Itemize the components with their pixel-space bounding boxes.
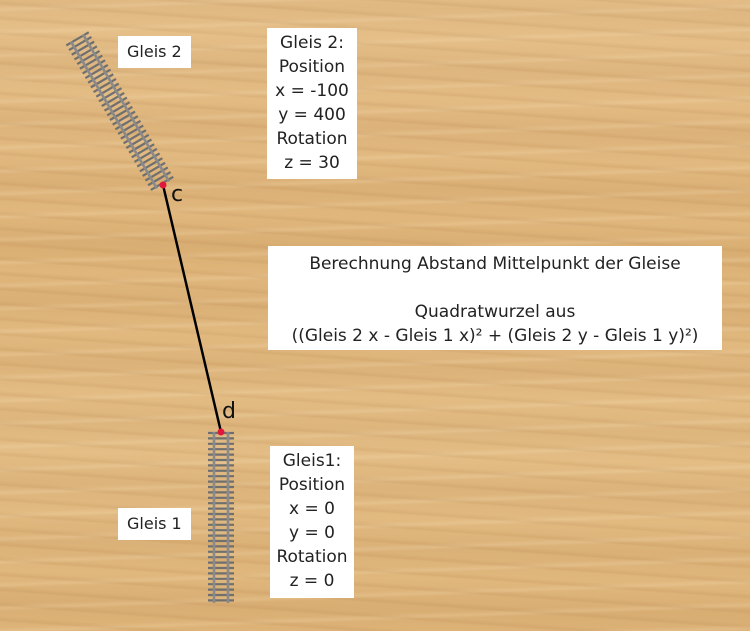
track-gleis-2-sleeper [82,59,106,75]
formula-spacer [268,276,722,300]
formula-line-1: Quadratwurzel aus [414,302,576,322]
track-gleis-2-rail-left [69,40,159,190]
info-gleis-2-x: x = -100 [275,81,349,101]
track-gleis-2-sleeper [98,87,123,103]
track-gleis-2-sleeper [122,129,147,145]
point-label-c: c [171,182,184,207]
track-gleis-2-sleeper [144,166,169,182]
track-gleis-2-sleeper [92,77,117,93]
formula-line-2: ((Gleis 2 x - Gleis 1 x)² + (Gleis 2 y -… [291,326,699,346]
info-gleis-2-z: z = 30 [284,153,340,173]
track-gleis-2-sleeper [142,161,166,177]
track-gleis-2-sleeper [114,115,139,131]
formula-box: Berechnung Abstand Mittelpunkt der Gleis… [268,246,722,350]
distance-connector-line [161,184,223,433]
track-gleis-2-sleeper [133,147,158,163]
track-gleis-2-sleeper [103,96,128,112]
track-gleis-2-sleeper [84,63,109,80]
track-gleis-2-sleeper [79,54,103,70]
track-gleis-2-sleeper [65,31,90,47]
track-gleis-1 [208,431,234,603]
track-gleis-2-sleeper [128,138,152,154]
track-label-gleis-2: Gleis 2 [118,36,191,68]
marker-point-c [159,181,167,189]
track-gleis-2-sleeper [87,68,112,84]
info-box-gleis-1: Gleis1: Position x = 0 y = 0 Rotation z … [270,446,354,598]
info-gleis-1-x: x = 0 [289,499,335,519]
track-gleis-2-sleeper [139,157,163,173]
info-gleis-2-heading: Gleis 2: [280,33,344,53]
track-gleis-2-sleeper [73,45,98,61]
point-label-d: d [222,399,236,424]
track-gleis-2-sleeper [112,110,136,126]
track-gleis-2-sleeper [106,101,131,117]
info-gleis-1-rotation-label: Rotation [276,547,348,567]
track-gleis-2-sleeper [131,143,155,159]
track-label-gleis-1: Gleis 1 [118,508,191,540]
track-gleis-2-sleeper [68,36,93,52]
track-gleis-2-sleeper [120,124,144,140]
track-gleis-2-rail-right [81,33,171,183]
track-gleis-2-sleeper [117,119,142,135]
formula-title: Berechnung Abstand Mittelpunkt der Gleis… [309,254,681,274]
track-gleis-2-sleeper [136,152,161,168]
track-gleis-2-sleeper [71,40,95,56]
track-gleis-2-sleeper [90,73,114,89]
info-gleis-2-position-label: Position [278,57,346,77]
info-gleis-1-position-label: Position [278,475,346,495]
info-gleis-1-heading: Gleis1: [282,451,342,471]
info-gleis-1-y: y = 0 [289,523,335,543]
track-gleis-2-sleeper [95,82,120,98]
info-gleis-1-z: z = 0 [289,571,335,591]
info-box-gleis-2: Gleis 2: Position x = -100 y = 400 Rotat… [267,28,357,179]
track-gleis-2-sleeper [109,105,133,121]
info-gleis-2-rotation-label: Rotation [276,129,348,149]
info-gleis-2-y: y = 400 [278,105,346,125]
track-gleis-2-sleeper [101,91,125,107]
track-gleis-2 [65,31,174,191]
track-gleis-2-sleeper [125,133,150,149]
track-gleis-2-sleeper [76,49,101,66]
track-gleis-2-sleeper [147,171,172,187]
marker-point-d [217,428,225,436]
